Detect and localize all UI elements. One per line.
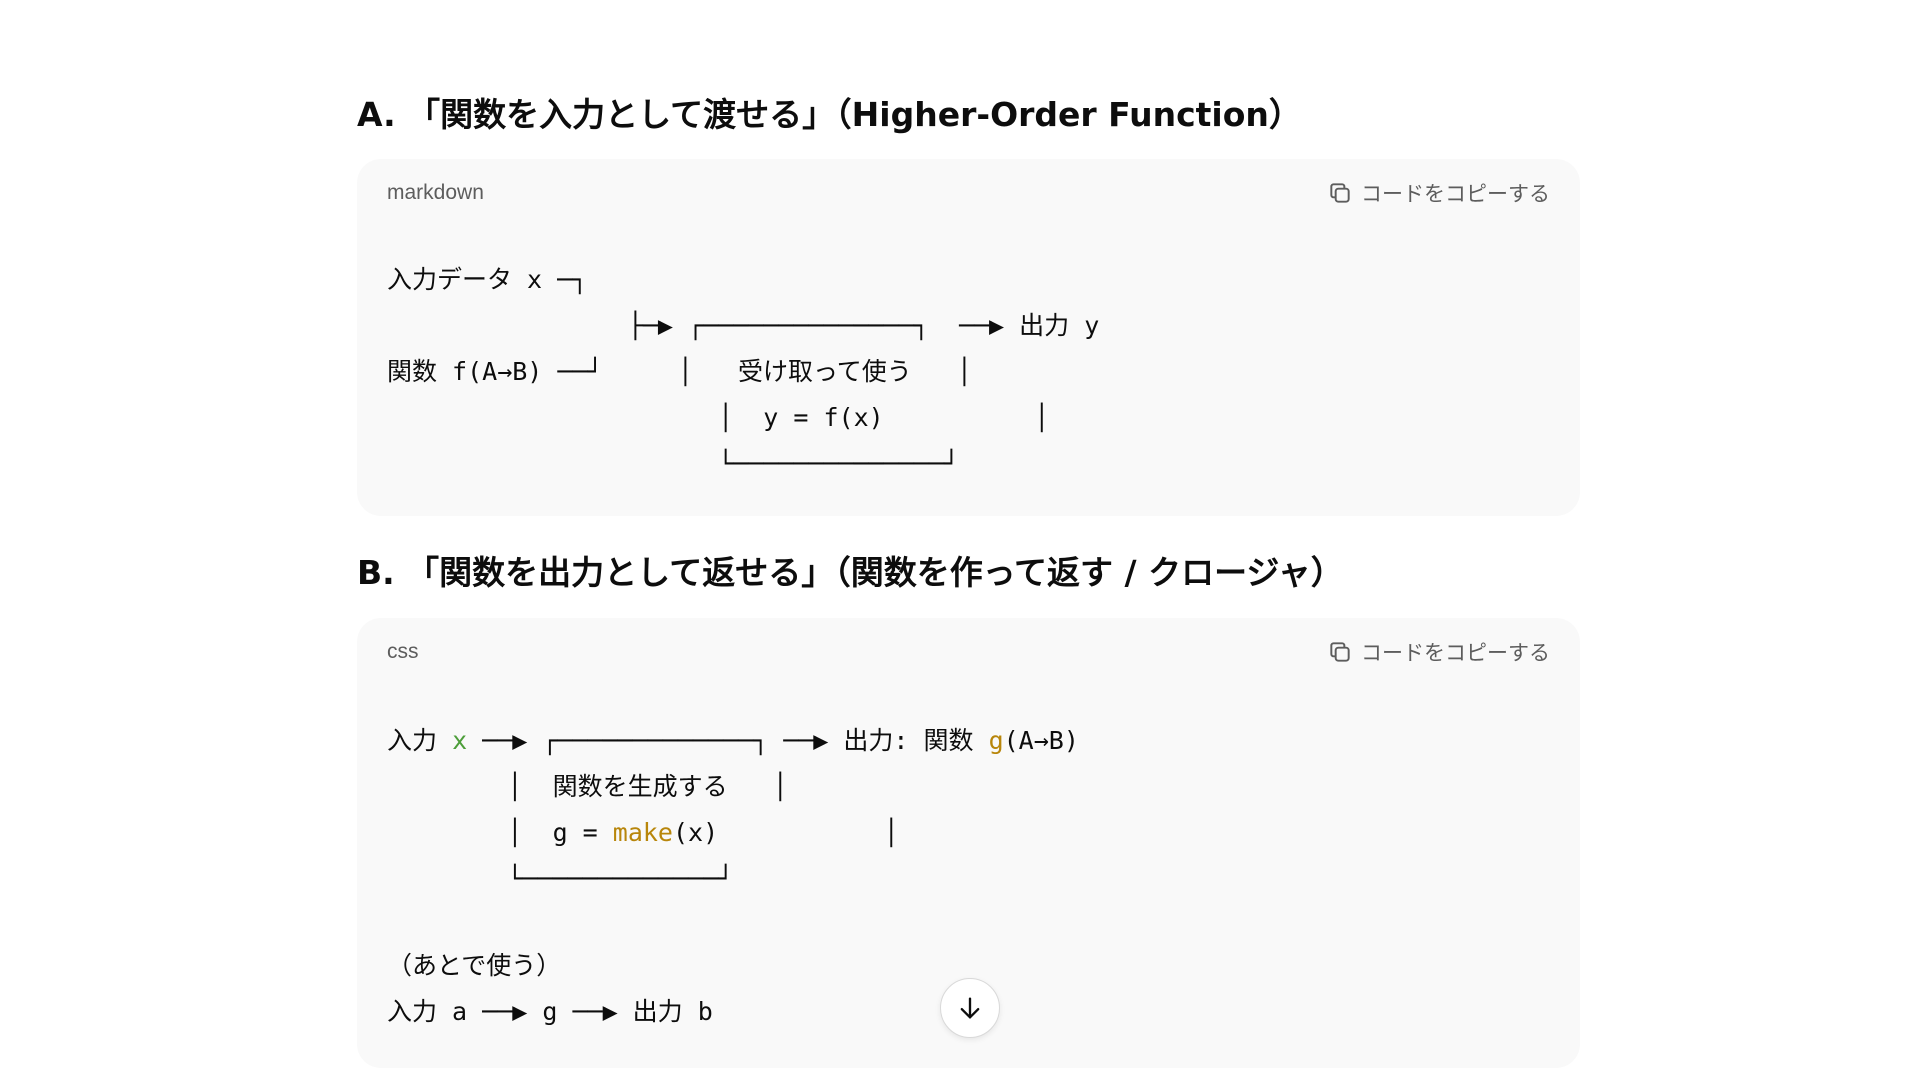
- section-a-title: A. 「関数を入力として渡せる」（Higher-Order Function）: [357, 95, 1302, 134]
- code-content: 入力 x ──▶ ┌─────────────┐ ──▶ 出力: 関数 g(A→…: [387, 718, 1079, 902]
- code-token-function: g: [988, 726, 1004, 755]
- code-language-label: css: [387, 640, 419, 663]
- code-line: 入力 a ──▶ g ──▶ 出力 b: [387, 997, 713, 1026]
- code-content: 入力データ x ─┐ ├─▶ ┌──────────────┐ ──▶ 出力 y…: [387, 257, 1099, 487]
- arrow-down-icon: [960, 997, 980, 1019]
- code-language-label: markdown: [387, 181, 484, 204]
- code-token: ──▶ ┌─────────────┐ ──▶ 出力: 関数: [467, 726, 989, 755]
- code-token-function: make: [612, 818, 673, 847]
- code-line: 入力 x ──▶ ┌─────────────┐ ──▶ 出力: 関数 g(A→…: [387, 726, 1079, 755]
- code-token: 入力: [387, 726, 453, 755]
- copy-icon: [1330, 183, 1350, 203]
- code-line: └─────────────┘: [387, 864, 734, 893]
- copy-code-button[interactable]: コードをコピーする: [1327, 178, 1550, 208]
- code-token: (A→B): [1003, 726, 1079, 755]
- code-token-variable: x: [452, 726, 468, 755]
- code-block-a: markdown コードをコピーする 入力データ x ─┐ ├─▶ ┌─────…: [357, 159, 1580, 516]
- code-line: 入力データ x ─┐: [387, 265, 588, 294]
- copy-code-button[interactable]: コードをコピーする: [1327, 637, 1550, 667]
- section-b-title: B. 「関数を出力として返せる」（関数を作って返す / クロージャ）: [357, 553, 1344, 592]
- code-line: （あとで使う）: [387, 951, 562, 980]
- code-token: (x) │: [673, 818, 899, 847]
- copy-code-label: コードをコピーする: [1361, 641, 1550, 665]
- code-line: │ g = make(x) │: [387, 818, 899, 847]
- code-line: │ y = f(x) │: [387, 403, 1050, 432]
- code-line: │ 関数を生成する │: [387, 772, 788, 801]
- copy-code-label: コードをコピーする: [1361, 182, 1550, 206]
- code-line: 関数 f(A→B) ──┘ │ 受け取って使う │: [387, 357, 972, 386]
- code-token: │ g =: [387, 818, 613, 847]
- code-line: ├─▶ ┌──────────────┐ ──▶ 出力 y: [387, 311, 1100, 340]
- scroll-to-bottom-button[interactable]: [940, 978, 1000, 1038]
- copy-icon: [1330, 642, 1350, 662]
- code-content-later: （あとで使う） 入力 a ──▶ g ──▶ 出力 b: [387, 943, 713, 1035]
- code-line: └──────────────┘: [387, 449, 959, 478]
